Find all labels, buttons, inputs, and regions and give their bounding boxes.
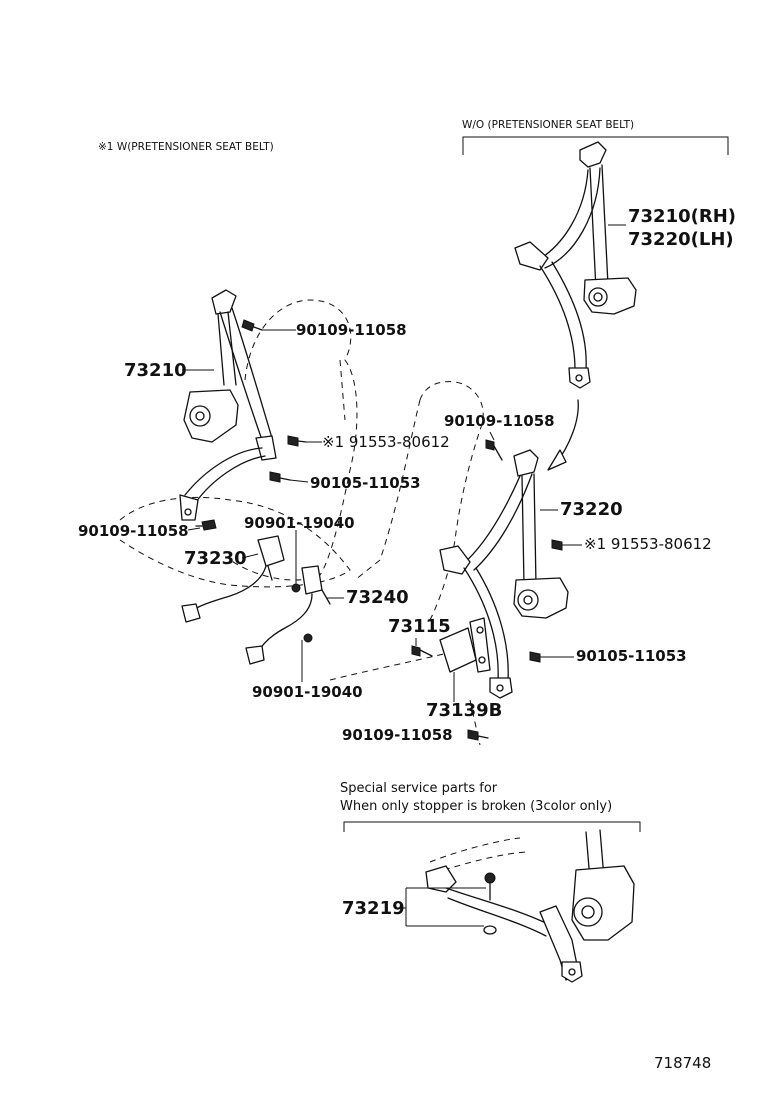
label-73210-rh: 73210(RH): [628, 206, 736, 227]
label-90105-11053-left: 90105-11053: [310, 474, 421, 492]
clip-90901-19040-bottom[interactable]: [303, 633, 313, 643]
clip-90901-19040-top[interactable]: [291, 583, 301, 593]
reference-number: 718748: [654, 1054, 711, 1072]
label-90109-11058-top: 90109-11058: [296, 321, 407, 339]
bolt-90109-11058-bottom[interactable]: [467, 729, 489, 741]
note-service-line2: When only stopper is broken (3color only…: [340, 799, 612, 814]
bolt-90109-11058-left[interactable]: [195, 519, 217, 531]
right-seat-outline: [419, 381, 484, 621]
label-91553-80612-left: ※1 91553-80612: [322, 433, 450, 451]
anchor-73115[interactable]: [411, 645, 433, 657]
without-pretensioner-bracket: [462, 136, 729, 155]
buckle-73240[interactable]: [245, 565, 331, 665]
label-73139b: 73139B: [426, 700, 502, 721]
label-90901-19040-top: 90901-19040: [244, 514, 355, 532]
label-73219: 73219: [342, 898, 405, 919]
label-91553-80612-right: ※1 91553-80612: [584, 535, 712, 553]
label-73220: 73220: [560, 499, 623, 520]
label-90901-19040-bottom: 90901-19040: [252, 683, 363, 701]
buckle-73230[interactable]: [181, 535, 285, 623]
bolt-91553-80612-left[interactable]: [287, 435, 307, 447]
seat-belt-assembly-left[interactable]: [179, 289, 277, 521]
seat-belt-assembly-right[interactable]: [439, 449, 569, 699]
label-73220-lh: 73220(LH): [628, 229, 734, 250]
note-service-line1: Special service parts for: [340, 781, 498, 796]
left-seat-cushion-outline: [119, 496, 351, 588]
label-90109-11058-left: 90109-11058: [78, 522, 189, 540]
service-parts-bracket: [343, 821, 641, 832]
bolt-90109-11058-mid[interactable]: [485, 439, 503, 461]
stopper-assembly-service[interactable]: [425, 829, 635, 983]
label-90109-11058-mid: 90109-11058: [444, 412, 555, 430]
label-90109-11058-bottom: 90109-11058: [342, 726, 453, 744]
label-73240: 73240: [346, 587, 409, 608]
label-73115: 73115: [388, 616, 451, 637]
bolt-91553-80612-right[interactable]: [551, 539, 563, 551]
label-73210: 73210: [124, 360, 187, 381]
bolt-90105-11053-right[interactable]: [529, 651, 541, 663]
seat-belt-assembly-top-right[interactable]: [514, 141, 637, 389]
note-without-pretensioner: W/O (PRETENSIONER SEAT BELT): [462, 119, 634, 131]
bolt-90109-11058-top[interactable]: [241, 319, 263, 332]
bracket-73139b[interactable]: [439, 617, 491, 673]
note-pretensioner: ※1 W(PRETENSIONER SEAT BELT): [98, 141, 274, 153]
label-73230: 73230: [184, 548, 247, 569]
label-90105-11053-right: 90105-11053: [576, 647, 687, 665]
bolt-90105-11053-left[interactable]: [269, 471, 291, 483]
